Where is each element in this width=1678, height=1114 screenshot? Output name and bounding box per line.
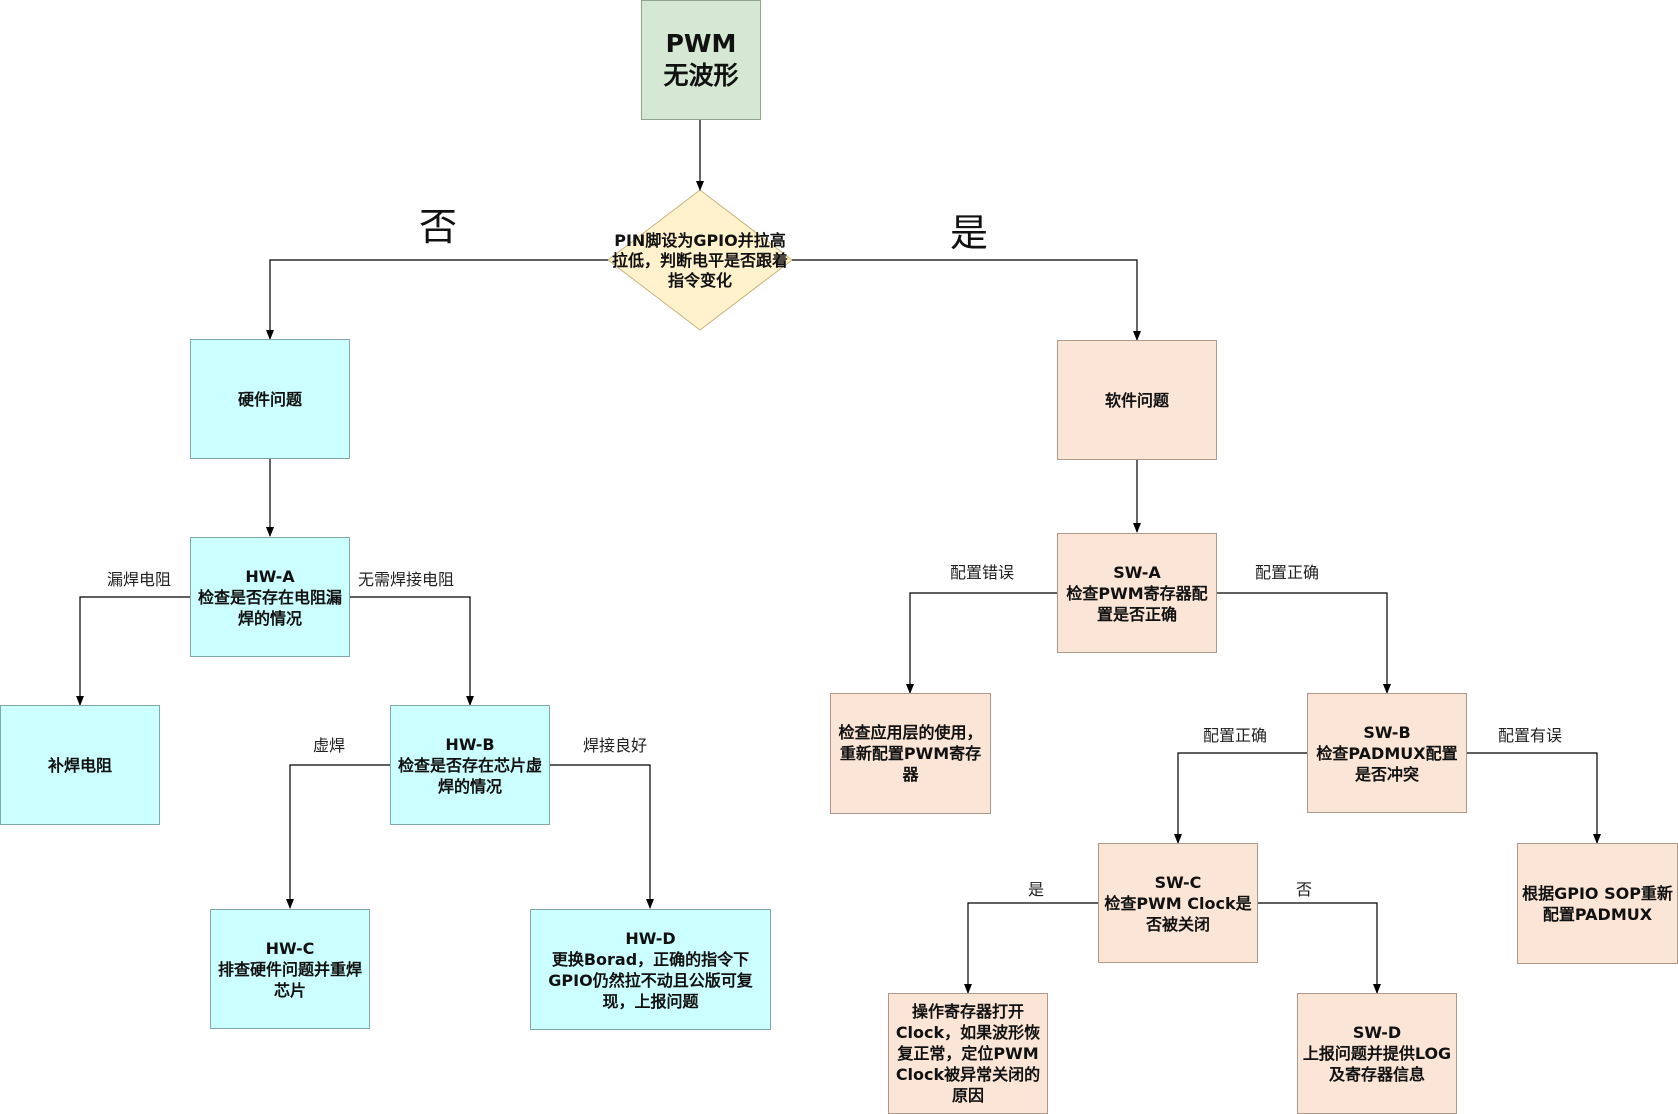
open-clock-node: 操作寄存器打开Clock，如果波形恢复正常，定位PWM Clock被异常关闭的原… [888, 993, 1048, 1114]
hw-b-text: 检查是否存在芯片虚焊的情况 [397, 755, 542, 796]
edge-swb-to-swc [1174, 752, 1307, 844]
software-issue-title: 软件问题 [1104, 390, 1169, 410]
sw-c-left-label: 是 [1028, 880, 1045, 899]
hw-d-code: HW-D [625, 928, 676, 948]
sw-b-right-label: 配置有误 [1498, 726, 1563, 745]
edge-hwb-to-hwc [286, 764, 390, 909]
edge-decision-to-hardware [266, 259, 608, 340]
reconfigure-padmux-node: 根据GPIO SOP重新配置PADMUX [1517, 843, 1678, 964]
hw-a-node: HW-A 检查是否存在电阻漏焊的情况 [190, 537, 350, 657]
hw-b-code: HW-B [445, 734, 495, 754]
branch-label-no: 否 [419, 205, 458, 249]
hw-c-code: HW-C [265, 938, 315, 958]
software-issue-node: 软件问题 [1057, 340, 1217, 460]
sw-c-text: 检查PWM Clock是否被关闭 [1104, 893, 1252, 934]
sw-d-code: SW-D [1352, 1023, 1402, 1042]
hw-a-left-label: 漏焊电阻 [107, 570, 172, 589]
fix-resistor-node: 补焊电阻 [0, 705, 160, 825]
edge-swc-to-swd [1258, 902, 1381, 994]
start-line-2: 无波形 [663, 61, 739, 90]
edge-hwa-to-fix-resistor [76, 596, 190, 706]
sw-d-text: 上报问题并提供LOG及寄存器信息 [1302, 1044, 1452, 1084]
sw-c-code: SW-C [1154, 872, 1202, 892]
sw-c-right-label: 否 [1296, 880, 1313, 899]
edge-swa-to-swb [1217, 592, 1391, 694]
decision-text: PIN脚设为GPIO并拉高拉低，判断电平是否跟着指令变化 [611, 231, 788, 290]
hw-c-text: 排查硬件问题并重焊芯片 [217, 959, 362, 1000]
hw-b-left-label: 虚焊 [313, 736, 346, 755]
sw-a-right-label: 配置正确 [1255, 563, 1320, 582]
hw-c-node: HW-C 排查硬件问题并重焊芯片 [210, 909, 370, 1029]
sw-b-code: SW-B [1363, 722, 1411, 742]
edge-swc-to-open-clock [964, 902, 1098, 994]
edge-swb-to-padmux [1467, 752, 1601, 844]
sw-a-node: SW-A 检查PWM寄存器配置是否正确 [1057, 533, 1217, 653]
open-clock-text: 操作寄存器打开Clock，如果波形恢复正常，定位PWM Clock被异常关闭的原… [895, 1002, 1041, 1105]
branch-label-yes: 是 [950, 211, 989, 255]
edge-hwa-to-hwb [350, 596, 474, 706]
hw-a-code: HW-A [245, 566, 295, 586]
fix-resistor-text: 补焊电阻 [47, 755, 112, 775]
edge-swa-to-check-app [906, 592, 1057, 694]
hw-d-text: 更换Borad，正确的指令下GPIO仍然拉不动且公版可复现，上报问题 [548, 949, 753, 1011]
hw-a-right-label: 无需焊接电阻 [358, 570, 455, 589]
sw-a-left-label: 配置错误 [950, 563, 1015, 582]
sw-a-code: SW-A [1113, 562, 1161, 582]
sw-d-node: SW-D 上报问题并提供LOG及寄存器信息 [1297, 993, 1457, 1114]
edge-decision-to-software [792, 259, 1141, 341]
check-app-layer-text: 检查应用层的使用，重新配置PWM寄存器 [838, 723, 983, 784]
edge-hwb-to-hwd [550, 764, 654, 909]
start-line-1: PWM [665, 29, 737, 58]
hw-d-node: HW-D 更换Borad，正确的指令下GPIO仍然拉不动且公版可复现，上报问题 [530, 909, 771, 1030]
sw-b-node: SW-B 检查PADMUX配置是否冲突 [1307, 693, 1467, 813]
decision-diamond [607, 189, 793, 331]
reconfigure-padmux-text: 根据GPIO SOP重新配置PADMUX [1522, 883, 1673, 924]
sw-b-text: 检查PADMUX配置是否冲突 [1316, 743, 1458, 784]
hw-b-right-label: 焊接良好 [583, 736, 648, 755]
hardware-issue-title: 硬件问题 [237, 389, 302, 409]
hardware-issue-node: 硬件问题 [190, 339, 350, 459]
sw-c-node: SW-C 检查PWM Clock是否被关闭 [1098, 843, 1258, 963]
check-app-layer-node: 检查应用层的使用，重新配置PWM寄存器 [830, 693, 991, 814]
sw-b-left-label: 配置正确 [1203, 726, 1268, 745]
hw-a-text: 检查是否存在电阻漏焊的情况 [197, 587, 342, 628]
hw-b-node: HW-B 检查是否存在芯片虚焊的情况 [390, 705, 550, 825]
sw-a-text: 检查PWM寄存器配置是否正确 [1066, 583, 1208, 624]
start-node-pwm-no-waveform: PWM 无波形 [641, 0, 761, 120]
